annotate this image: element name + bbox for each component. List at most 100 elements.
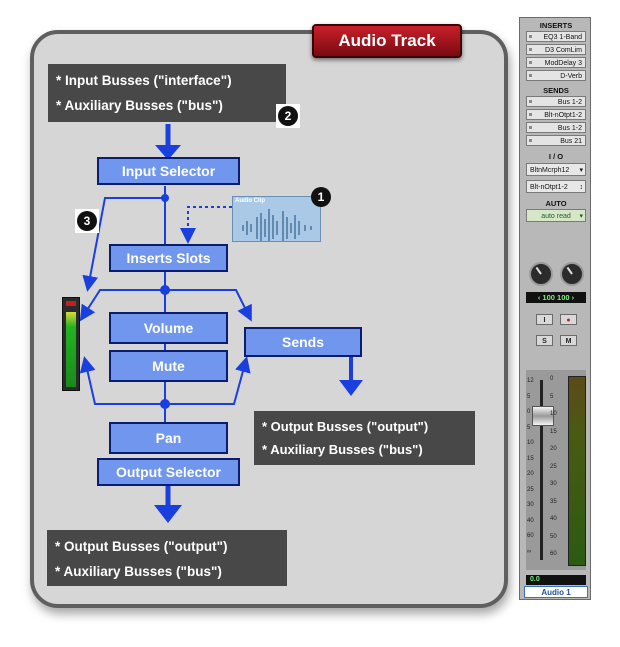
- meter-scale-tick: 20: [550, 446, 557, 452]
- pan-readout: ‹ 100 100 ›: [526, 292, 586, 303]
- sends-block: Sends: [244, 327, 362, 357]
- meter-scale-tick: 50: [550, 533, 557, 540]
- input-note-line1: * Input Busses ("interface"): [56, 73, 232, 88]
- channel-meter: [568, 376, 586, 566]
- input-busses-note: * Input Busses ("interface") * Auxiliary…: [48, 64, 286, 122]
- fader-scale-tick: 12: [527, 378, 534, 384]
- meter-scale-tick: 5: [550, 393, 554, 400]
- fader-scale-tick: 20: [527, 471, 534, 477]
- meter-scale-tick: 15: [550, 428, 557, 435]
- input-selector-value: BltnMcrph12: [530, 167, 570, 174]
- output-selector[interactable]: Blt-nOtpt1-2 ↕: [526, 180, 586, 193]
- meter-scale-tick: 10: [550, 411, 557, 417]
- auto-header: AUTO: [545, 199, 567, 208]
- meter-scale-tick: 30: [550, 481, 557, 487]
- meter-clip-indicator: [66, 301, 76, 306]
- input-selector-block: Input Selector: [97, 157, 240, 185]
- mute-block: Mute: [109, 350, 228, 382]
- output-busses-note: * Output Busses ("output") * Auxiliary B…: [47, 530, 287, 586]
- meter-scale-tick: 35: [550, 498, 557, 505]
- meter-level-fill: [66, 312, 76, 387]
- meter-scale-tick: 25: [550, 463, 557, 470]
- fader-scale-tick: 5: [527, 393, 531, 400]
- send-slot[interactable]: Blt-nOtpt1-2: [526, 109, 586, 120]
- line-clip-to-inserts: [180, 206, 232, 244]
- track-name-field[interactable]: Audio 1: [524, 586, 588, 598]
- output-note-line2: * Auxiliary Busses ("bus"): [55, 564, 222, 579]
- fader-scale-tick: 25: [527, 486, 534, 493]
- line-post-to-meter: [79, 356, 165, 405]
- pan-right-value: 100 ›: [557, 293, 575, 302]
- meter-scale-tick: 0: [550, 376, 554, 382]
- fader-scale-tick: 15: [527, 455, 534, 462]
- fader-scale-tick: 60: [527, 533, 534, 539]
- solo-button[interactable]: S: [536, 335, 553, 346]
- output-selector-block: Output Selector: [97, 458, 240, 486]
- line-marker3-to-meter: [82, 197, 165, 292]
- inserts-header: INSERTS: [539, 21, 573, 30]
- volume-fader[interactable]: [532, 406, 554, 426]
- send-slot[interactable]: Bus 1-2: [526, 122, 586, 133]
- output-note-line1: * Output Busses ("output"): [55, 539, 228, 554]
- insert-slot[interactable]: D3 ComLim: [526, 44, 586, 55]
- fader-scale-tick: 10: [527, 440, 534, 446]
- mute-button[interactable]: M: [560, 335, 577, 346]
- sends-busses-note: * Output Busses ("output") * Auxiliary B…: [254, 411, 475, 465]
- meter-scale-tick: 60: [550, 551, 557, 557]
- marker-2: 2: [276, 104, 300, 128]
- level-meter: [62, 297, 80, 391]
- fader-scale-tick: 5: [527, 424, 531, 431]
- insert-slot[interactable]: ModDelay 3: [526, 57, 586, 68]
- junction-pre: [160, 285, 170, 295]
- input-selector[interactable]: BltnMcrph12 ▾: [526, 163, 586, 176]
- inserts-slots-block: Inserts Slots: [109, 244, 228, 272]
- mixer-channel-strip: INSERTS EQ3 1-Band D3 ComLim ModDelay 3 …: [519, 17, 591, 600]
- pan-left-value: ‹ 100: [537, 293, 555, 302]
- record-button[interactable]: ●: [560, 314, 577, 325]
- marker-1-badge: 1: [311, 187, 331, 207]
- audio-track-title: Audio Track: [312, 24, 462, 58]
- arrowhead-sends: [339, 380, 363, 396]
- volume-readout: 0.0: [526, 575, 586, 585]
- sends-note-line2: * Auxiliary Busses ("bus"): [262, 442, 423, 457]
- volume-block: Volume: [109, 312, 228, 344]
- insert-slot[interactable]: EQ3 1-Band: [526, 31, 586, 42]
- automation-mode-select[interactable]: auto read ▾: [526, 209, 586, 222]
- audio-clip-name: Audio Clip: [235, 198, 265, 204]
- meter-scale-tick: 40: [550, 516, 557, 522]
- pan-block: Pan: [109, 422, 228, 454]
- line-split-to-sends: [165, 289, 252, 322]
- junction-post: [160, 399, 170, 409]
- insert-slot[interactable]: D-Verb: [526, 70, 586, 81]
- output-selector-value: Blt-nOtpt1-2: [530, 184, 568, 191]
- automation-mode-value: auto read: [541, 213, 571, 220]
- fader-scale-tick: 40: [527, 517, 534, 524]
- sends-note-line1: * Output Busses ("output"): [262, 419, 429, 434]
- sends-header: SENDS: [543, 86, 569, 95]
- send-slot[interactable]: Bus 1-2: [526, 96, 586, 107]
- chevron-down-icon: ▾: [579, 167, 583, 174]
- line-post-to-sends: [165, 356, 251, 405]
- line-split-to-meter: [79, 289, 165, 322]
- fader-track: [540, 380, 543, 560]
- updown-icon: ↕: [579, 184, 584, 191]
- marker-3-badge: 3: [77, 211, 97, 231]
- fader-scale-tick: 0: [527, 409, 531, 415]
- fader-scale-tick: ∞: [527, 548, 532, 555]
- send-slot[interactable]: Bus 21: [526, 135, 586, 146]
- chevron-down-icon: ▾: [579, 213, 583, 220]
- marker-2-badge: 2: [278, 106, 298, 126]
- fader-scale-tick: 30: [527, 502, 534, 508]
- junction-input: [161, 194, 169, 202]
- io-header: I / O: [548, 152, 564, 161]
- waveform-icon: [242, 209, 312, 241]
- arrowhead-output: [154, 505, 182, 523]
- audio-clip-thumbnail: Audio Clip: [232, 196, 321, 242]
- pan-left-knob[interactable]: [529, 262, 553, 286]
- arrowhead-input: [155, 145, 181, 160]
- input-monitor-button[interactable]: I: [536, 314, 553, 325]
- marker-3: 3: [75, 209, 99, 233]
- pan-right-knob[interactable]: [560, 262, 584, 286]
